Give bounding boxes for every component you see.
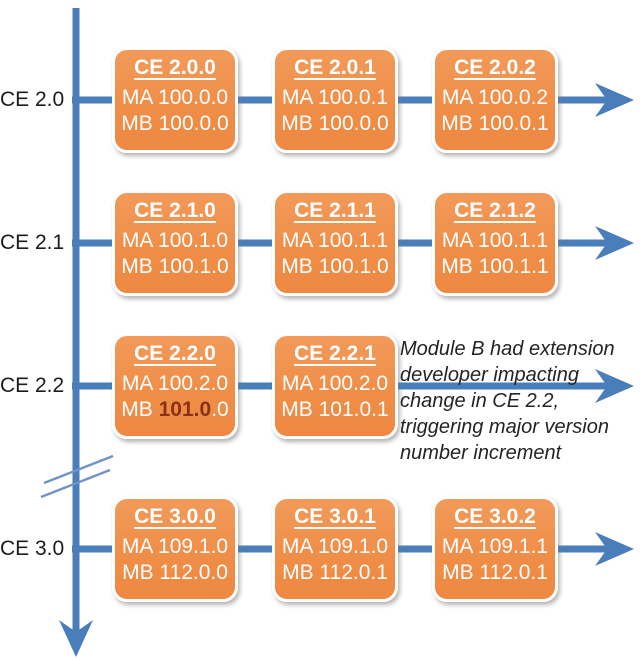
version-box-ce-3-0-0: CE 3.0.0 MA 109.1.0 MB 112.0.0	[112, 496, 238, 602]
box-title: CE 3.0.0	[134, 505, 216, 528]
version-box-ce-2-2-0: CE 2.2.0 MA 100.2.0 MB 101.0.0	[112, 333, 238, 439]
timeline-axis-line	[72, 8, 80, 636]
version-box-ce-2-1-0: CE 2.1.0 MA 100.1.0 MB 100.1.0	[112, 190, 238, 296]
row-label-ce-3-0: CE 3.0	[0, 537, 65, 560]
version-box-ce-2-1-1: CE 2.1.1 MA 100.1.1 MB 100.1.0	[272, 190, 398, 296]
module-a-version: MA 100.2.0	[281, 372, 389, 395]
module-b-version: MB 100.0.0	[281, 112, 389, 135]
module-b-version: MB 112.0.1	[442, 561, 548, 584]
row-label-ce-2-0: CE 2.0	[0, 88, 65, 111]
box-title: CE 3.0.1	[294, 505, 376, 528]
version-box-ce-2-2-1: CE 2.2.1 MA 100.2.0 MB 101.0.1	[272, 333, 398, 439]
box-title: CE 2.0.2	[454, 56, 536, 79]
version-box-ce-2-0-2: CE 2.0.2 MA 100.0.2 MB 100.0.1	[432, 47, 558, 153]
row-label-ce-2-1: CE 2.1	[0, 231, 65, 254]
module-a-version: MA 100.2.0	[121, 372, 229, 395]
module-a-version: MA 109.1.0	[281, 535, 389, 558]
module-a-version: MA 100.0.1	[281, 86, 389, 109]
version-box-ce-2-0-1: CE 2.0.1 MA 100.0.1 MB 100.0.0	[272, 47, 398, 153]
box-title: CE 2.1.1	[294, 199, 376, 222]
module-a-version: MA 100.1.0	[121, 229, 229, 252]
version-box-ce-2-0-0: CE 2.0.0 MA 100.0.0 MB 100.0.0	[112, 47, 238, 153]
row-label-ce-2-2: CE 2.2	[0, 374, 65, 397]
major-version-highlight: 101.0	[158, 398, 212, 421]
version-box-ce-3-0-1: CE 3.0.1 MA 109.1.0 MB 112.0.1	[272, 496, 398, 602]
box-title: CE 2.0.1	[294, 56, 376, 79]
module-b-version: MB 112.0.1	[282, 561, 388, 584]
box-title: CE 2.1.0	[134, 199, 216, 222]
module-a-version: MA 100.1.1	[441, 229, 549, 252]
module-b-version: MB 100.1.0	[281, 255, 389, 278]
box-title: CE 2.2.1	[294, 342, 376, 365]
version-box-ce-3-0-2: CE 3.0.2 MA 109.1.1 MB 112.0.1	[432, 496, 558, 602]
module-a-version: MA 100.0.0	[121, 86, 229, 109]
axis-break-marks	[40, 454, 114, 499]
module-a-version: MA 109.1.1	[441, 535, 549, 558]
box-title: CE 2.1.2	[454, 199, 536, 222]
annotation-text: Module B had extension developer impacti…	[400, 338, 615, 464]
module-b-version: MB 100.0.1	[441, 112, 549, 135]
module-b-version: MB 100.1.1	[441, 255, 549, 278]
module-a-version: MA 100.1.1	[281, 229, 389, 252]
module-b-version: MB 101.0.1	[281, 398, 389, 421]
module-b-version: MB 100.0.0	[121, 112, 229, 135]
module-b-version: MB 112.0.0	[122, 561, 228, 584]
module-a-version: MA 100.0.2	[441, 86, 549, 109]
version-box-ce-2-1-2: CE 2.1.2 MA 100.1.1 MB 100.1.1	[432, 190, 558, 296]
box-title: CE 2.2.0	[134, 342, 216, 365]
axis-arrowhead-down	[59, 620, 93, 657]
module-a-version: MA 109.1.0	[121, 535, 229, 558]
box-title: CE 3.0.2	[454, 505, 536, 528]
module-b-version-highlighted: MB 101.0.0	[121, 398, 229, 421]
module-b-version: MB 100.1.0	[121, 255, 229, 278]
box-title: CE 2.0.0	[134, 56, 216, 79]
